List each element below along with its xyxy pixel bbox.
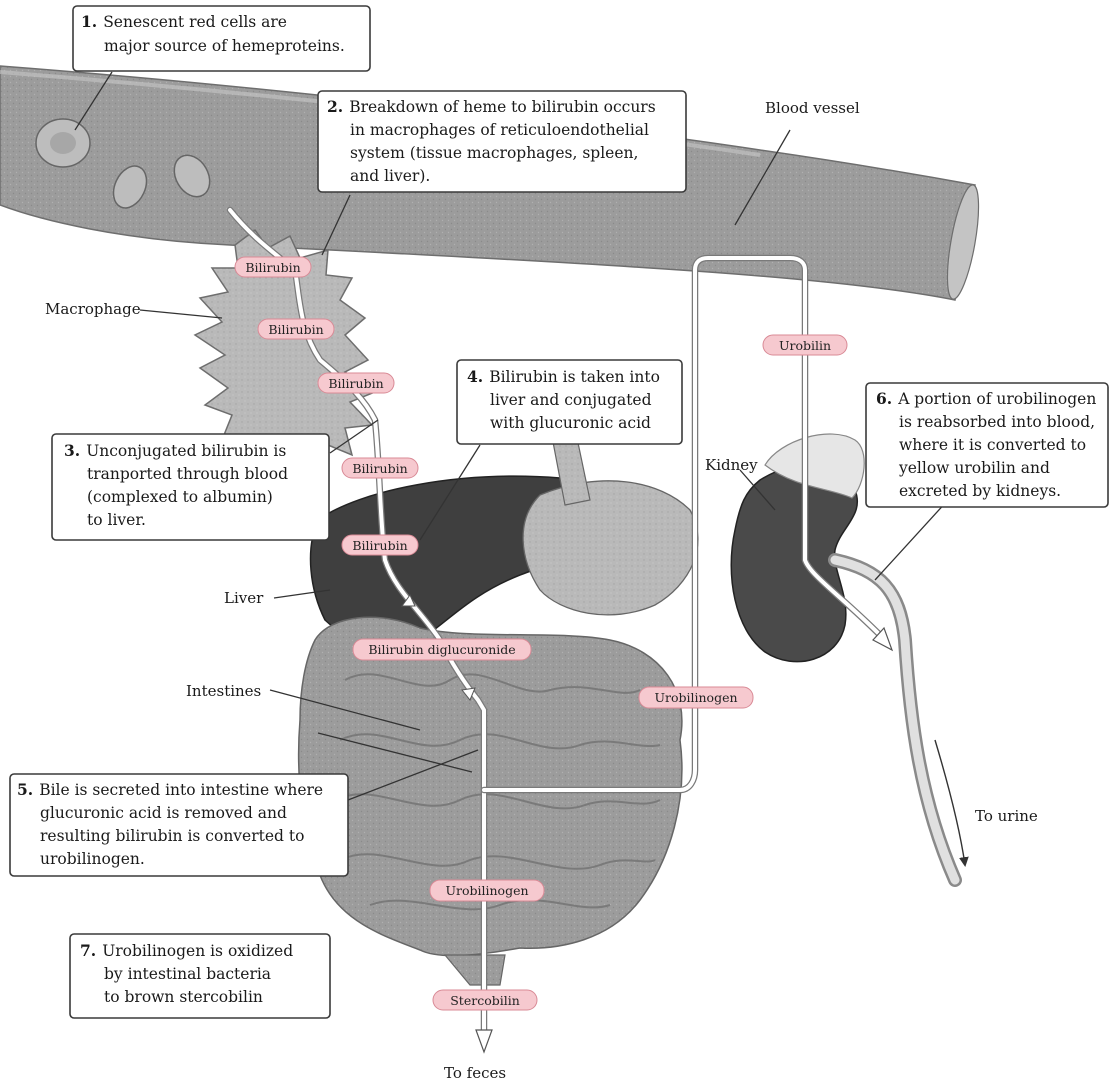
callout-step6: 6.A portion of urobilinogen is reabsorbe…	[866, 383, 1108, 507]
svg-text:resulting bilirubin is convert: resulting bilirubin is converted to	[40, 827, 304, 845]
svg-text:to brown stercobilin: to brown stercobilin	[104, 988, 263, 1006]
svg-text:7.Urobilinogen is oxidized: 7.Urobilinogen is oxidized	[80, 941, 293, 960]
kidney-label: Kidney	[705, 456, 758, 474]
svg-text:liver and conjugated: liver and conjugated	[490, 391, 652, 409]
svg-text:where it is converted to: where it is converted to	[899, 436, 1086, 454]
blood-vessel-label: Blood vessel	[765, 99, 860, 117]
svg-text:Urobilin: Urobilin	[779, 338, 831, 353]
svg-text:excreted by kidneys.: excreted by kidneys.	[899, 482, 1061, 500]
pill-urobilinogen-right: Urobilinogen	[639, 687, 753, 708]
intestines-organ	[299, 617, 682, 985]
pill-urobilin: Urobilin	[763, 335, 847, 355]
svg-text:Bilirubin: Bilirubin	[352, 461, 407, 476]
svg-text:tranported through blood: tranported through blood	[87, 465, 288, 483]
svg-text:6.A portion of urobilinogen: 6.A portion of urobilinogen	[876, 389, 1096, 408]
callout-step3: 3.Unconjugated bilirubin is tranported t…	[52, 434, 329, 540]
svg-text:urobilinogen.: urobilinogen.	[40, 850, 145, 868]
liver-label: Liver	[224, 589, 264, 607]
svg-text:major source of hemeproteins.: major source of hemeproteins.	[104, 37, 345, 55]
svg-text:Bilirubin: Bilirubin	[352, 538, 407, 553]
svg-text:glucuronic acid is removed and: glucuronic acid is removed and	[40, 804, 287, 822]
macrophage-label: Macrophage	[45, 300, 141, 318]
svg-text:with glucuronic acid: with glucuronic acid	[490, 414, 651, 432]
svg-text:by intestinal bacteria: by intestinal bacteria	[104, 965, 271, 983]
svg-text:3.Unconjugated bilirubin is: 3.Unconjugated bilirubin is	[64, 441, 286, 460]
svg-text:Bilirubin: Bilirubin	[328, 376, 383, 391]
intestines-label: Intestines	[186, 682, 261, 700]
callout-step5: 5.Bile is secreted into intestine where …	[10, 774, 348, 876]
svg-text:Bilirubin: Bilirubin	[268, 322, 323, 337]
to-feces-label: To feces	[444, 1064, 506, 1082]
pill-bilirubin-3: Bilirubin	[318, 373, 394, 393]
svg-text:1.Senescent red cells are: 1.Senescent red cells are	[81, 12, 287, 31]
svg-text:and liver).: and liver).	[350, 167, 430, 185]
callout-step2: 2.Breakdown of heme to bilirubin occurs …	[318, 91, 686, 192]
svg-text:is reabsorbed into blood,: is reabsorbed into blood,	[899, 413, 1095, 431]
svg-text:4.Bilirubin is taken into: 4.Bilirubin is taken into	[467, 367, 660, 386]
pill-urobilinogen-lower: Urobilinogen	[430, 880, 544, 901]
svg-text:in macrophages of reticuloendo: in macrophages of reticuloendothelial	[350, 121, 649, 139]
pill-bilirubin-5: Bilirubin	[342, 535, 418, 555]
svg-text:Urobilinogen: Urobilinogen	[445, 883, 528, 898]
svg-text:(complexed to albumin): (complexed to albumin)	[87, 488, 273, 506]
pill-bilirubin-diglucuronide: Bilirubin diglucuronide	[353, 639, 531, 660]
svg-text:5.Bile is secreted into intest: 5.Bile is secreted into intestine where	[17, 780, 323, 799]
callout-step7: 7.Urobilinogen is oxidized by intestinal…	[70, 934, 330, 1018]
svg-text:Stercobilin: Stercobilin	[450, 993, 520, 1008]
pill-stercobilin: Stercobilin	[433, 990, 537, 1010]
svg-text:2.Breakdown of heme to bilirub: 2.Breakdown of heme to bilirubin occurs	[327, 97, 656, 116]
svg-text:to liver.: to liver.	[87, 511, 146, 529]
svg-text:Bilirubin diglucuronide: Bilirubin diglucuronide	[368, 642, 515, 657]
to-urine-label: To urine	[975, 807, 1038, 825]
pill-bilirubin-1: Bilirubin	[235, 257, 311, 277]
svg-text:yellow urobilin and: yellow urobilin and	[898, 459, 1050, 477]
svg-text:system (tissue macrophages, sp: system (tissue macrophages, spleen,	[350, 144, 638, 162]
svg-text:Urobilinogen: Urobilinogen	[654, 690, 737, 705]
svg-text:Bilirubin: Bilirubin	[245, 260, 300, 275]
pill-bilirubin-2: Bilirubin	[258, 319, 334, 339]
callout-step1: 1.Senescent red cells are major source o…	[73, 6, 370, 71]
callout-step4: 4.Bilirubin is taken into liver and conj…	[457, 360, 682, 444]
pill-bilirubin-4: Bilirubin	[342, 458, 418, 478]
